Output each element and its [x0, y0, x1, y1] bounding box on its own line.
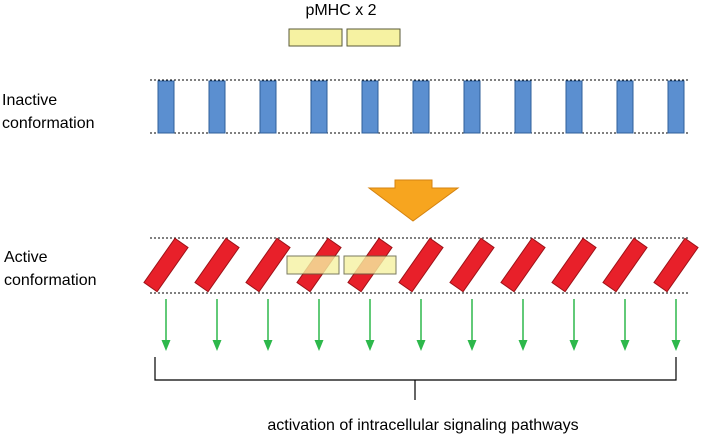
signal-arrow: [161, 299, 171, 351]
active-receptor: [653, 237, 699, 293]
active-receptor: [245, 237, 291, 293]
active-receptors: [143, 237, 699, 293]
signal-arrow: [671, 299, 681, 351]
active-receptor: [551, 237, 597, 293]
pmhc-rect-bound-2: [343, 255, 397, 275]
inactive-receptor: [667, 80, 685, 134]
inactive-receptor: [565, 80, 583, 134]
active-receptor: [449, 237, 495, 293]
inactive-receptor: [310, 80, 328, 134]
signal-arrow: [263, 299, 273, 351]
active-receptor: [398, 237, 444, 293]
signaling-bracket: [154, 357, 677, 400]
inactive-receptor: [208, 80, 226, 134]
inactive-receptor: [412, 80, 430, 134]
inactive-receptors: [157, 80, 685, 134]
active-receptor: [194, 237, 240, 293]
signaling-label: activation of intracellular signaling pa…: [267, 417, 578, 434]
signal-arrows: [161, 299, 681, 351]
inactive-receptor: [514, 80, 532, 134]
inactive-receptor: [463, 80, 481, 134]
inactive-receptor: [616, 80, 634, 134]
active-label-line2: conformation: [4, 272, 97, 289]
signal-arrow: [365, 299, 375, 351]
pmhc-rect-unbound-2: [346, 28, 401, 47]
inactive-label-line1: Inactive: [2, 92, 57, 109]
signal-arrow: [416, 299, 426, 351]
signal-arrow: [518, 299, 528, 351]
transition-arrow: [367, 179, 460, 222]
inactive-receptor: [157, 80, 175, 134]
signal-arrow: [569, 299, 579, 351]
active-label-line1: Active: [4, 249, 48, 266]
signal-arrow: [467, 299, 477, 351]
pmhc-rect-bound-1: [286, 255, 340, 275]
active-receptor: [602, 237, 648, 293]
signal-arrow: [314, 299, 324, 351]
inactive-receptor: [361, 80, 379, 134]
active-receptor: [143, 237, 189, 293]
pmhc-label: pMHC x 2: [305, 2, 376, 19]
active-receptor: [500, 237, 546, 293]
inactive-receptor: [259, 80, 277, 134]
pmhc-pair-bound: [286, 255, 397, 275]
signal-arrow: [212, 299, 222, 351]
pmhc-rect-unbound-1: [288, 28, 343, 47]
inactive-label-line2: conformation: [2, 115, 95, 132]
signal-arrow: [620, 299, 630, 351]
pmhc-pair-unbound: [288, 28, 401, 47]
